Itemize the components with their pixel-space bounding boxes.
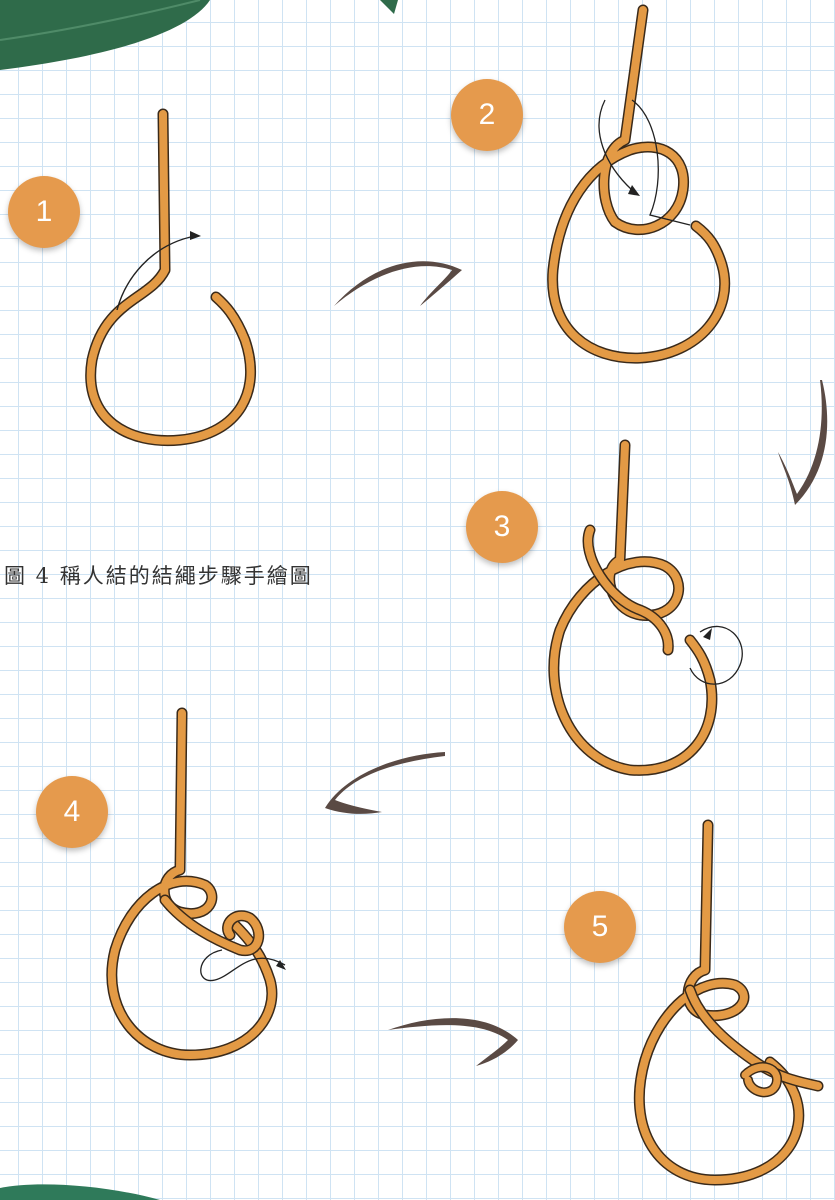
step-3-badge: 3 (466, 491, 538, 563)
arrow-2-to-3 (778, 380, 828, 505)
leaf-top-left-vein (0, 0, 201, 41)
leaf-top-left (0, 0, 210, 70)
step-1-badge: 1 (8, 176, 80, 248)
step-4-badge: 4 (36, 776, 108, 848)
figure-caption: 圖 4 稱人結的結繩步驟手繪圖 (4, 564, 313, 588)
step-5-badge: 5 (564, 891, 636, 963)
step-2-badge: 2 (451, 79, 523, 151)
leaf-bottom-left (0, 1184, 160, 1200)
arrow-1-to-2 (334, 261, 462, 306)
arrow-3-to-4 (325, 752, 445, 814)
leaf-top-tip (380, 0, 398, 14)
